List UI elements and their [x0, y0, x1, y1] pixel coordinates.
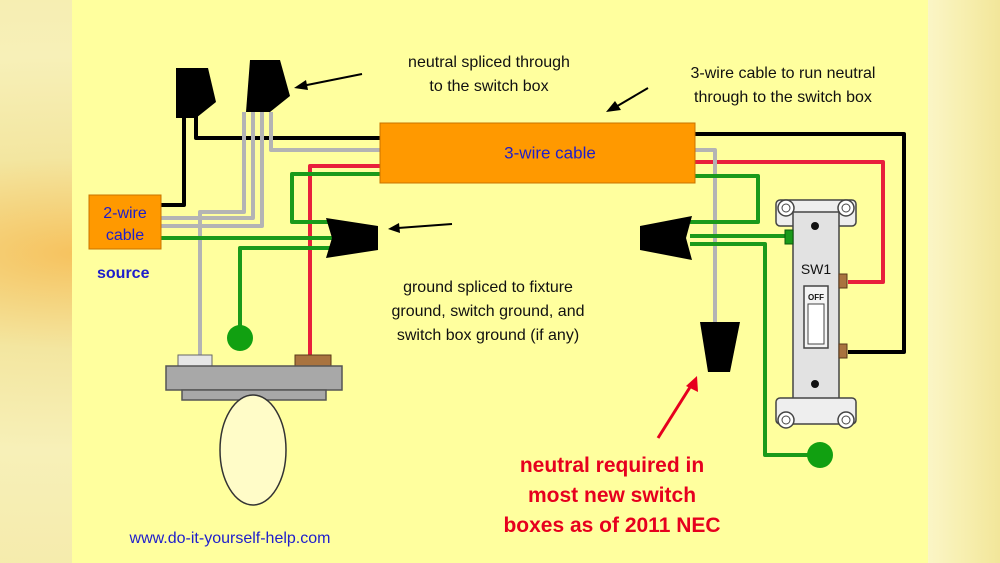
wire-white-to-cable — [269, 112, 384, 152]
arrow-neutral-spliced-head — [294, 80, 308, 90]
wiring-diagram-panel: 3-wire cable 2-wire cable source — [72, 0, 928, 563]
note-3wire-run-2: through to the switch box — [694, 89, 872, 106]
arrow-ground-spliced-head — [388, 223, 400, 233]
wire-green-loop-right — [690, 174, 760, 224]
note-nec-3: boxes as of 2011 NEC — [503, 514, 720, 537]
blurred-background-right — [925, 0, 1000, 563]
note-3wire-run-1: 3-wire cable to run neutral — [691, 65, 876, 82]
arrow-ground-spliced — [397, 223, 453, 229]
note-ground-1: ground spliced to fixture — [403, 279, 573, 296]
switch-label: SW1 — [801, 261, 832, 277]
wire-nut-ground-right — [640, 216, 692, 260]
three-wire-cable — [379, 122, 696, 184]
note-ground-3: switch box ground (if any) — [397, 327, 579, 344]
arrow-nec-head — [686, 376, 698, 392]
note-nec-1: neutral required in — [520, 454, 704, 477]
wire-black-to-cable — [194, 110, 384, 140]
arrow-3wire-run-head — [606, 101, 621, 112]
light-fixture — [165, 354, 343, 401]
wiring-diagram: 3-wire cable 2-wire cable source — [88, 54, 906, 547]
wire-white-to-switch-box-nut — [694, 148, 717, 322]
wire-nut-neutral-source — [246, 60, 290, 112]
switch-off-label: OFF — [808, 293, 824, 302]
wire-nut-neutral-switch-box — [700, 322, 740, 372]
wire-red-to-fixture — [308, 164, 384, 356]
website-link[interactable]: www.do-it-yourself-help.com — [129, 530, 331, 547]
two-wire-cable-label-1: 2-wire — [103, 205, 147, 222]
wire-white-source-1 — [150, 112, 255, 220]
arrow-nec — [656, 383, 694, 439]
wire-green-to-box-ground — [690, 242, 815, 457]
note-neutral-spliced-2: to the switch box — [429, 78, 548, 95]
fixture-ground-screw — [227, 325, 253, 351]
switch-box-ground-screw — [807, 442, 833, 468]
two-wire-cable — [88, 194, 162, 250]
wire-black-source — [150, 118, 186, 207]
arrow-3wire-run — [613, 87, 649, 109]
three-wire-cable-label: 3-wire cable — [504, 143, 596, 162]
two-wire-cable-label-2: cable — [106, 227, 144, 244]
wire-black-to-switch — [694, 132, 906, 354]
single-pole-switch — [775, 199, 857, 429]
arrow-neutral-spliced — [301, 73, 363, 87]
source-label: source — [97, 265, 150, 282]
wire-nut-hot-source — [176, 68, 216, 118]
wire-red-to-switch — [694, 160, 885, 284]
light-bulb — [219, 394, 287, 506]
wire-white-to-fixture — [198, 112, 246, 356]
wire-white-source-2 — [150, 112, 264, 228]
note-nec-2: most new switch — [528, 484, 696, 507]
wire-nut-ground-left — [326, 218, 378, 258]
note-ground-2: ground, switch ground, and — [391, 303, 584, 320]
note-neutral-spliced-1: neutral spliced through — [408, 54, 570, 71]
wire-green-loop-left — [290, 172, 384, 224]
wire-green-to-fixture-ground — [238, 246, 332, 336]
